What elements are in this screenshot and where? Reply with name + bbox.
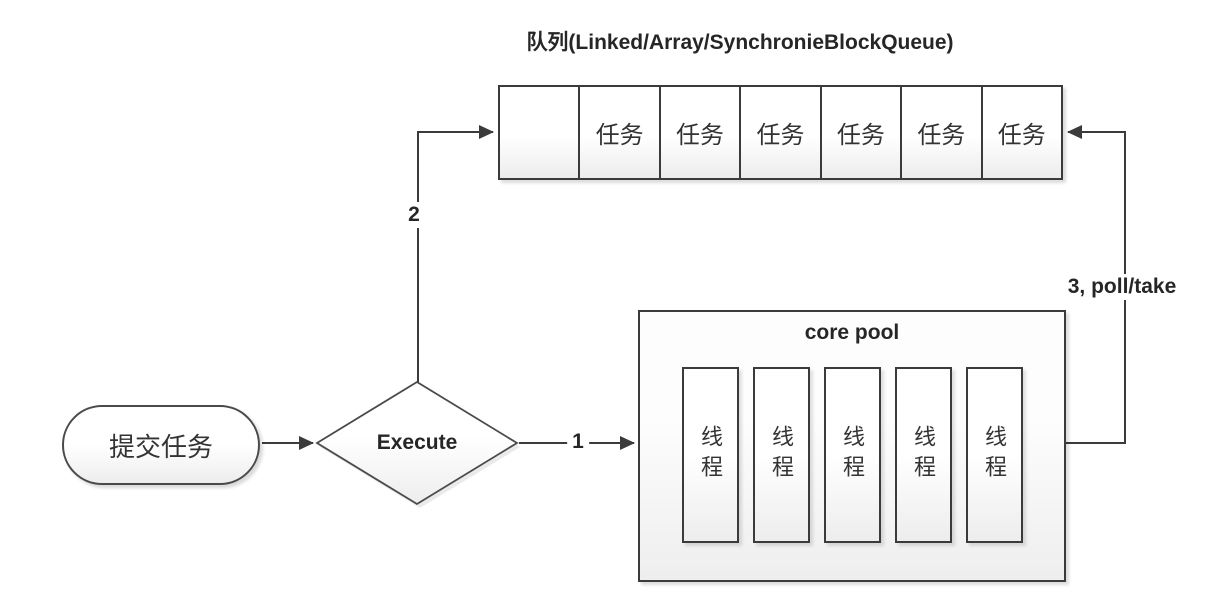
queue-cell-task: 任务 xyxy=(739,87,820,178)
core-pool: core pool 线程 线程 线程 线程 线程 xyxy=(638,310,1066,582)
queue-cell-task: 任务 xyxy=(578,87,659,178)
thread-box: 线程 xyxy=(681,367,739,543)
queue-cell-task: 任务 xyxy=(819,87,901,178)
edge-label-2: 2 xyxy=(403,202,425,228)
thread-box: 线程 xyxy=(823,367,881,543)
core-pool-title: core pool xyxy=(804,321,900,344)
thread-box: 线程 xyxy=(752,367,810,543)
execute-decision-label: Execute xyxy=(376,431,458,454)
submit-task-node: 提交任务 xyxy=(62,405,260,485)
queue-cell-empty xyxy=(500,87,579,178)
submit-task-label: 提交任务 xyxy=(108,431,213,462)
queue-cell-task: 任务 xyxy=(980,87,1061,178)
diagram-title: 队列(Linked/Array/SynchronieBlockQueue) xyxy=(526,31,954,54)
thread-box: 线程 xyxy=(894,367,952,543)
queue-cell-task: 任务 xyxy=(900,87,981,178)
thread-list: 线程 线程 线程 线程 线程 xyxy=(640,367,1064,543)
thread-box: 线程 xyxy=(965,367,1023,543)
queue-cell-task: 任务 xyxy=(658,87,740,178)
edge-decision-to-queue xyxy=(417,125,494,382)
edge-label-poll-take: 3, poll/take xyxy=(1062,274,1182,300)
edge-label-1: 1 xyxy=(567,429,589,455)
execute-decision-shape xyxy=(315,380,519,506)
task-queue: 任务 任务 任务 任务 任务 任务 xyxy=(498,85,1063,180)
